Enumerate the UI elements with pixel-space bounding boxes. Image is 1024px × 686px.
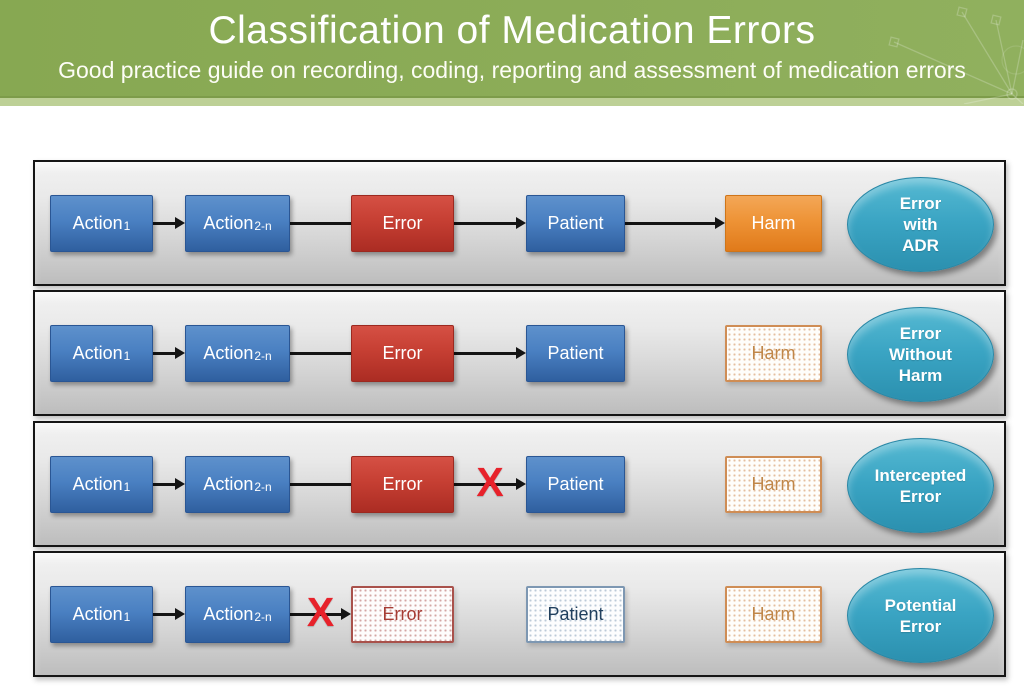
outcome-ellipse-potential-error: Potential Error bbox=[847, 568, 994, 663]
outcome-label: Intercepted Error bbox=[874, 465, 967, 506]
node-error: Error bbox=[351, 325, 454, 382]
node-label: Patient bbox=[547, 213, 604, 233]
node-label: Action bbox=[203, 213, 254, 233]
header-accent-strip bbox=[0, 98, 1024, 106]
arrow-line bbox=[153, 483, 176, 486]
node-label: Error bbox=[382, 474, 423, 494]
node-label: Error bbox=[382, 343, 423, 363]
arrow-line bbox=[153, 222, 176, 225]
node-patient: Patient bbox=[526, 195, 625, 252]
arrowhead-icon bbox=[175, 217, 185, 229]
arrowhead-icon bbox=[715, 217, 725, 229]
node-label: Action bbox=[72, 604, 123, 624]
arrow-line bbox=[290, 483, 351, 486]
arrowhead-icon bbox=[516, 217, 526, 229]
arrowhead-icon bbox=[516, 347, 526, 359]
blocked-arrow-line bbox=[290, 613, 342, 616]
node-label: Action bbox=[72, 213, 123, 233]
node-label: Error bbox=[382, 604, 423, 624]
node-patient: Patient bbox=[526, 586, 625, 643]
node-harm: Harm bbox=[725, 325, 822, 382]
page-title: Classification of Medication Errors bbox=[208, 9, 816, 52]
outcome-ellipse-error-without-harm: Error Without Harm bbox=[847, 307, 994, 402]
arrowhead-icon bbox=[175, 478, 185, 490]
node-label: Harm bbox=[751, 604, 796, 624]
arrow-line bbox=[153, 613, 176, 616]
x-mark: X bbox=[306, 589, 335, 635]
node-harm: Harm bbox=[725, 456, 822, 513]
node-label: Action bbox=[72, 343, 123, 363]
node-label: Harm bbox=[751, 343, 796, 363]
outcome-label: Error with ADR bbox=[899, 194, 942, 255]
node-label: Patient bbox=[547, 474, 604, 494]
node-label: Patient bbox=[547, 604, 604, 624]
arrowhead-icon bbox=[175, 608, 185, 620]
node-label: Patient bbox=[547, 343, 604, 363]
node-error: Error bbox=[351, 586, 454, 643]
arrow-line bbox=[454, 222, 517, 225]
node-error: Error bbox=[351, 456, 454, 513]
node-label: Action bbox=[203, 474, 254, 494]
node-error: Error bbox=[351, 195, 454, 252]
outcome-ellipse-error-with-adr: Error with ADR bbox=[847, 177, 994, 272]
blocked-arrow-line bbox=[454, 483, 517, 486]
node-patient: Patient bbox=[526, 456, 625, 513]
outcome-ellipse-intercepted-error: Intercepted Error bbox=[847, 438, 994, 533]
node-label: Error bbox=[382, 213, 423, 233]
arrow-line bbox=[290, 352, 351, 355]
arrow-line bbox=[153, 352, 176, 355]
node-harm: Harm bbox=[725, 586, 822, 643]
node-label: Action bbox=[203, 604, 254, 624]
node-label: Action bbox=[72, 474, 123, 494]
header-banner: Classification of Medication Errors Good… bbox=[0, 0, 1024, 104]
node-patient: Patient bbox=[526, 325, 625, 382]
outcome-label: Error Without Harm bbox=[888, 324, 953, 385]
page-subtitle: Good practice guide on recording, coding… bbox=[58, 57, 966, 83]
arrowhead-icon bbox=[341, 608, 351, 620]
x-mark: X bbox=[476, 459, 504, 505]
arrow-line bbox=[625, 222, 716, 225]
arrow-line bbox=[290, 222, 351, 225]
node-label: Harm bbox=[751, 213, 796, 233]
arrowhead-icon bbox=[516, 478, 526, 490]
node-label: Action bbox=[203, 343, 254, 363]
arrowhead-icon bbox=[175, 347, 185, 359]
node-harm: Harm bbox=[725, 195, 822, 252]
molecule-decoration-icon bbox=[869, 6, 1024, 104]
outcome-label: Potential Error bbox=[884, 595, 957, 636]
arrow-line bbox=[454, 352, 517, 355]
node-label: Harm bbox=[751, 474, 796, 494]
